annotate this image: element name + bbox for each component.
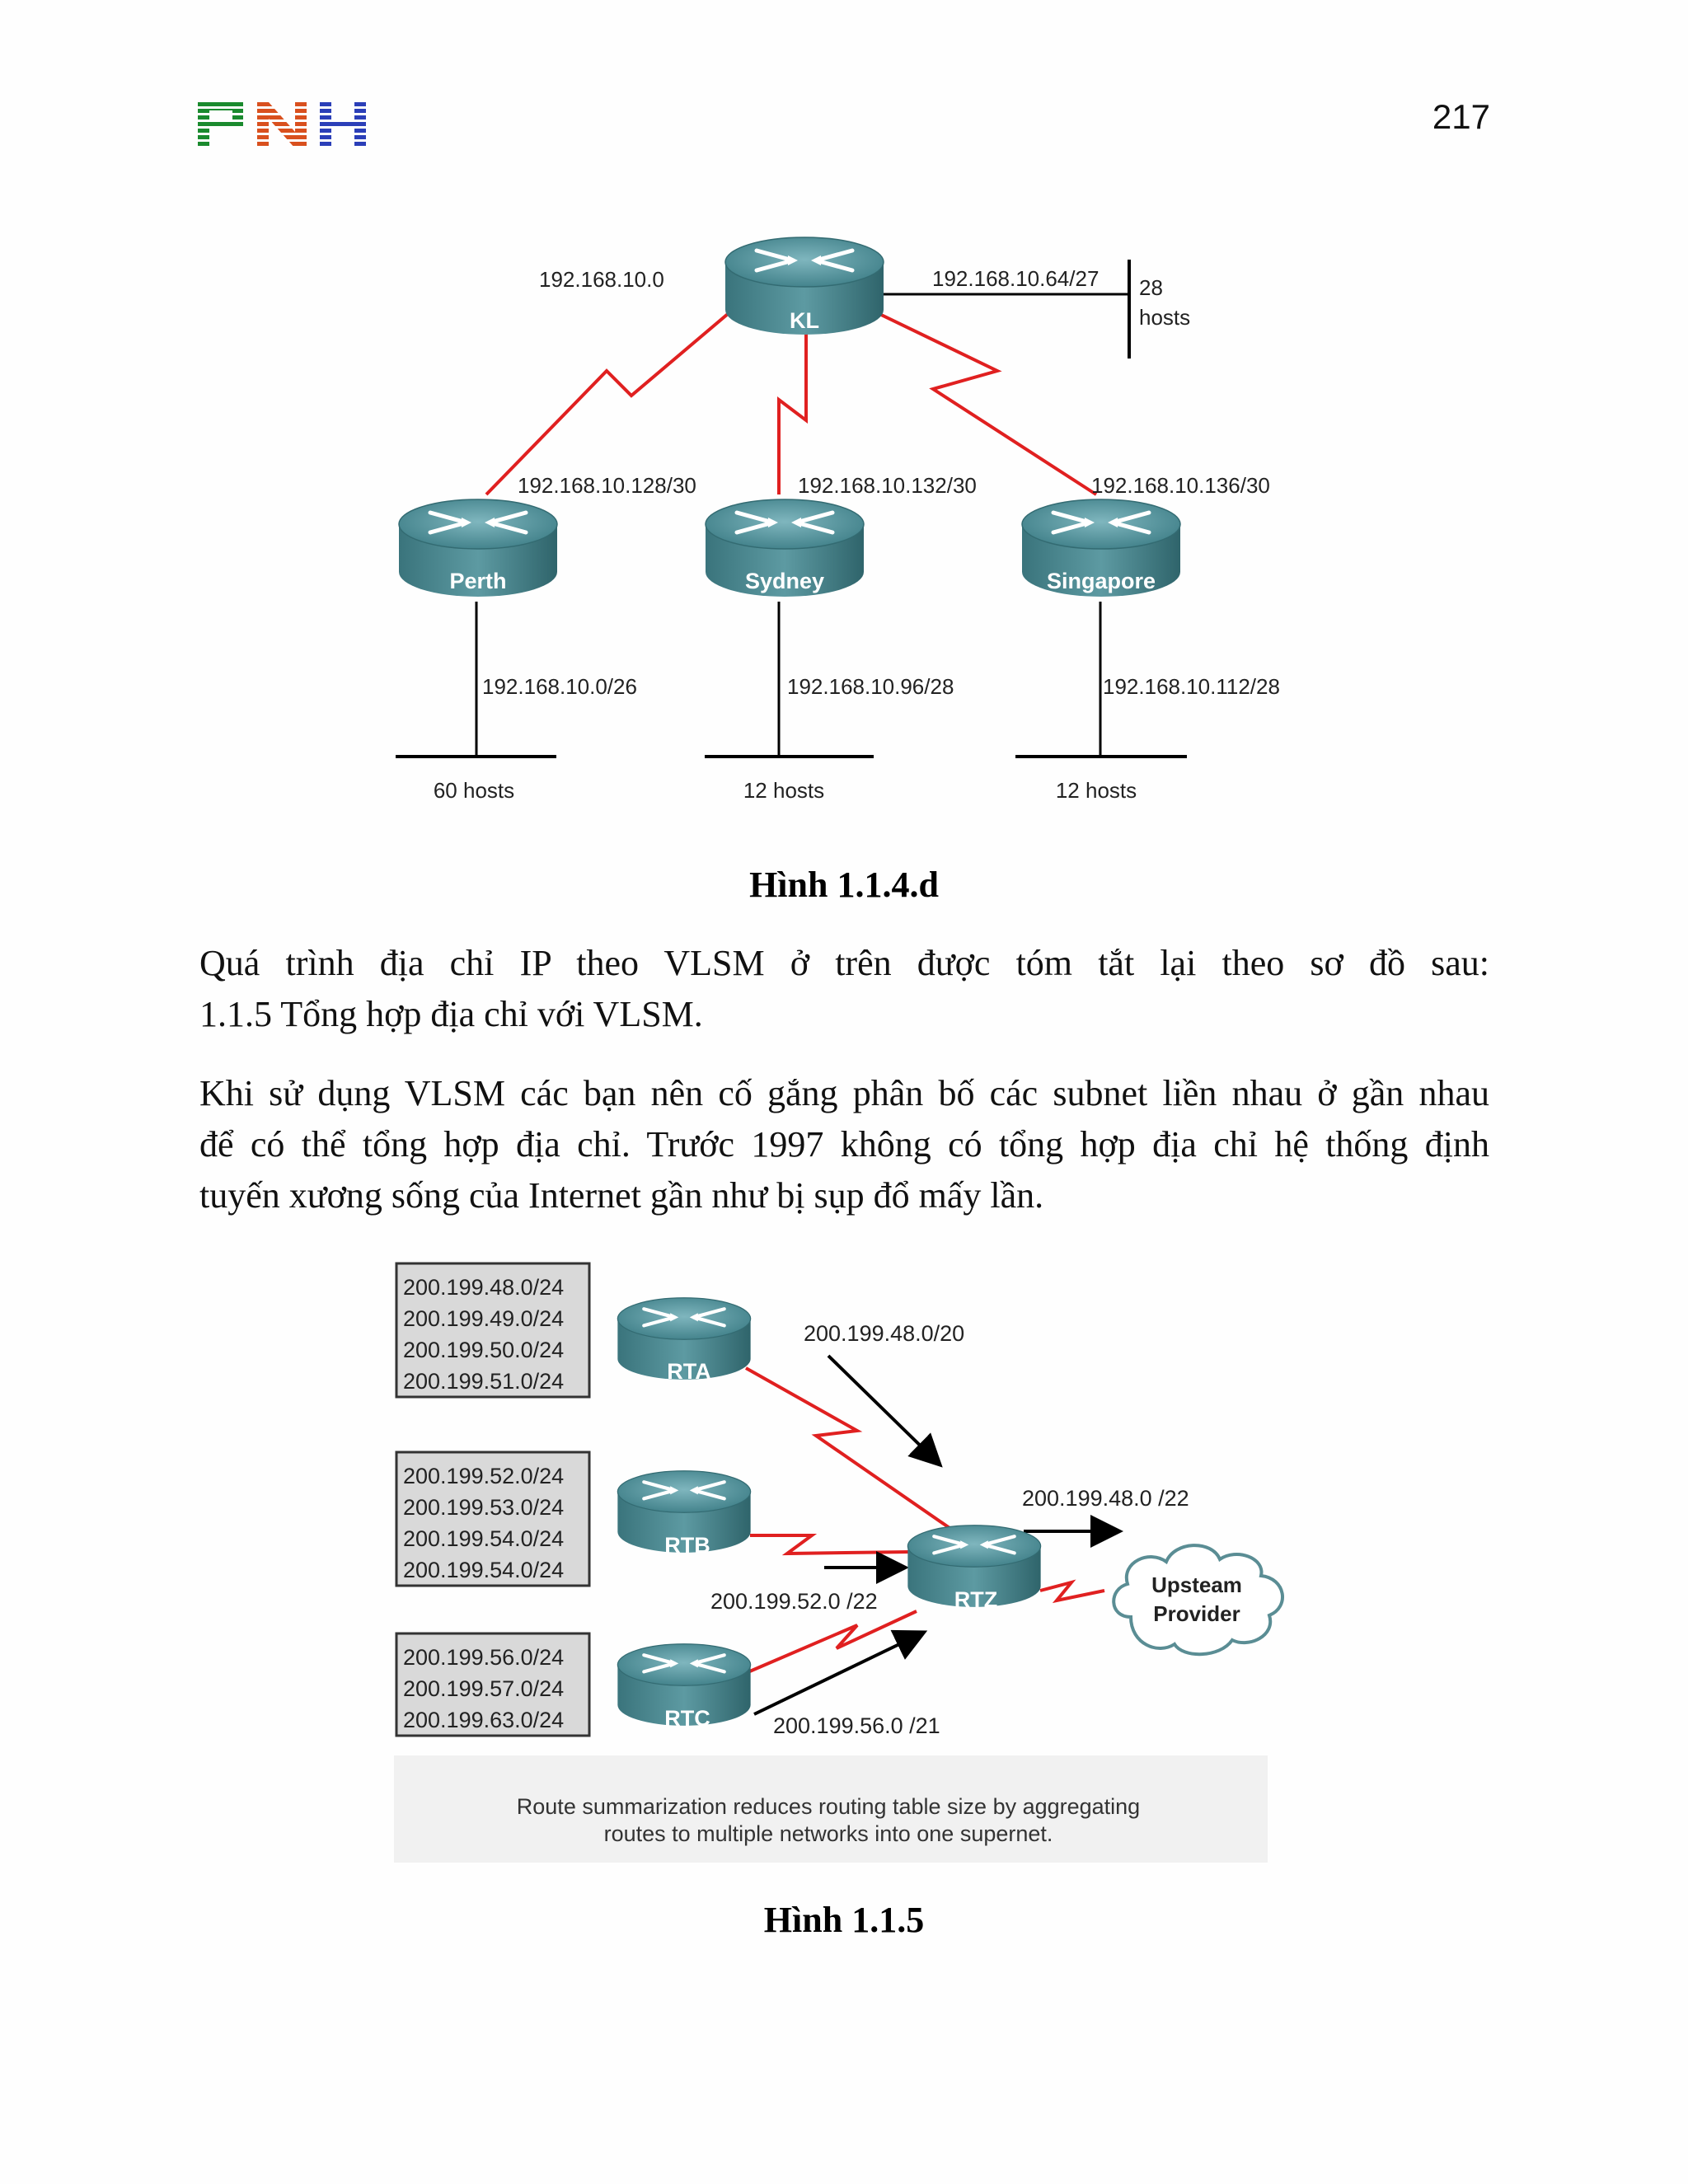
figure-caption-2: Hình 1.1.5	[763, 1900, 925, 1940]
serial-link-rtz-cloud	[1039, 1579, 1105, 1604]
label-link-sydney: 192.168.10.132/30	[798, 473, 977, 498]
label-lan-singapore: 192.168.10.112/28	[1103, 674, 1280, 699]
paragraph-1-line-2: 1.1.5 Tổng hợp địa chỉ với VLSM.	[199, 994, 703, 1034]
note-line-1: Route summarization reduces routing tabl…	[517, 1794, 1140, 1819]
address-a-2: 200.199.49.0/24	[403, 1306, 564, 1331]
router-rtz: RTZ	[907, 1526, 1040, 1612]
paragraph-1-line-1: Quá trình địa chỉ IP theo VLSM ở trên đư…	[199, 943, 1489, 983]
router-rtb: RTB	[617, 1471, 750, 1558]
serial-link-rtc-rtz	[745, 1610, 917, 1675]
label-rtb-summary: 200.199.52.0 /22	[710, 1589, 878, 1614]
address-c-2: 200.199.57.0/24	[403, 1676, 564, 1701]
upstream-provider-cloud: Upsteam Provider	[1112, 1544, 1284, 1657]
cloud-label-line-1: Upsteam	[1151, 1572, 1242, 1597]
label-rta-summary: 200.199.48.0/20	[804, 1321, 964, 1346]
address-a-4: 200.199.51.0/24	[403, 1369, 564, 1394]
vlsm-topology-diagram: KL Perth Sydney Singapore 192.168.10.0 1…	[396, 214, 1280, 803]
router-sydney-label: Sydney	[745, 569, 824, 593]
address-box-b: 200.199.52.0/24 200.199.53.0/24 200.199.…	[395, 1451, 591, 1587]
label-rtz-summary: 200.199.48.0 /22	[1022, 1486, 1189, 1511]
serial-link-kl-singapore	[877, 312, 1098, 496]
label-kl-hosts-1: 28	[1139, 275, 1163, 300]
router-singapore: Singapore	[1022, 499, 1180, 597]
serial-link-kl-perth	[485, 307, 735, 496]
address-a-1: 200.199.48.0/24	[403, 1275, 564, 1300]
pnh-logo	[198, 102, 366, 148]
router-kl: KL	[725, 237, 884, 335]
address-b-1: 200.199.52.0/24	[403, 1464, 564, 1488]
router-rtz-label: RTZ	[954, 1587, 997, 1612]
address-b-2: 200.199.53.0/24	[403, 1495, 564, 1520]
route-summarization-diagram: 200.199.48.0/24 200.199.49.0/24 200.199.…	[394, 1262, 1284, 1863]
label-lan-sydney: 192.168.10.96/28	[787, 674, 954, 699]
paragraph-2-line-2: để có thể tổng hợp địa chỉ. Trước 1997 k…	[199, 1124, 1489, 1165]
label-hosts-perth: 60 hosts	[434, 778, 514, 803]
note-band	[394, 1755, 1268, 1863]
router-rtc: RTC	[617, 1644, 750, 1731]
router-perth-label: Perth	[449, 569, 506, 593]
paragraph-2: Khi sử dụng VLSM các bạn nên cố gắng phâ…	[199, 1068, 1489, 1221]
paragraph-2-line-1: Khi sử dụng VLSM các bạn nên cố gắng phâ…	[199, 1073, 1489, 1113]
address-b-4: 200.199.54.0/24	[403, 1558, 564, 1582]
label-link-perth: 192.168.10.128/30	[518, 473, 696, 498]
address-c-3: 200.199.63.0/24	[403, 1708, 564, 1732]
note-line-2: routes to multiple networks into one sup…	[604, 1821, 1053, 1846]
label-hosts-singapore: 12 hosts	[1056, 778, 1137, 803]
router-singapore-label: Singapore	[1047, 569, 1156, 593]
label-rtc-summary: 200.199.56.0 /21	[773, 1713, 940, 1738]
router-rta: RTA	[617, 1298, 750, 1384]
address-c-1: 200.199.56.0/24	[403, 1645, 564, 1670]
router-rtc-label: RTC	[664, 1706, 710, 1731]
router-rtb-label: RTB	[664, 1533, 710, 1558]
address-b-3: 200.199.54.0/24	[403, 1526, 564, 1551]
label-hosts-sydney: 12 hosts	[743, 778, 824, 803]
router-kl-label: KL	[790, 308, 819, 333]
label-kl-lan: 192.168.10.64/27	[932, 266, 1099, 291]
serial-link-kl-sydney	[777, 334, 808, 494]
label-kl-left: 192.168.10.0	[539, 267, 664, 292]
paragraph-2-line-3: tuyến xương sống của Internet gần như bị…	[199, 1175, 1044, 1216]
serial-link-rta-rtz	[745, 1366, 954, 1531]
address-a-3: 200.199.50.0/24	[403, 1338, 564, 1362]
label-link-singapore: 192.168.10.136/30	[1091, 473, 1270, 498]
label-lan-perth: 192.168.10.0/26	[482, 674, 637, 699]
router-perth: Perth	[399, 499, 557, 597]
address-box-c: 200.199.56.0/24 200.199.57.0/24 200.199.…	[395, 1632, 591, 1737]
router-rta-label: RTA	[667, 1359, 711, 1384]
address-box-a: 200.199.48.0/24 200.199.49.0/24 200.199.…	[395, 1262, 591, 1399]
cloud-label-line-2: Provider	[1153, 1601, 1240, 1626]
figure-caption-1: Hình 1.1.4.d	[749, 865, 939, 905]
arrow-rtc-summary	[753, 1629, 928, 1716]
router-sydney: Sydney	[706, 499, 864, 597]
serial-link-rtb-rtz	[750, 1534, 912, 1556]
arrow-rta-summary	[827, 1354, 943, 1468]
paragraph-1: Quá trình địa chỉ IP theo VLSM ở trên đư…	[199, 938, 1489, 1040]
label-kl-hosts-2: hosts	[1139, 305, 1190, 330]
page-number: 217	[1432, 97, 1490, 136]
